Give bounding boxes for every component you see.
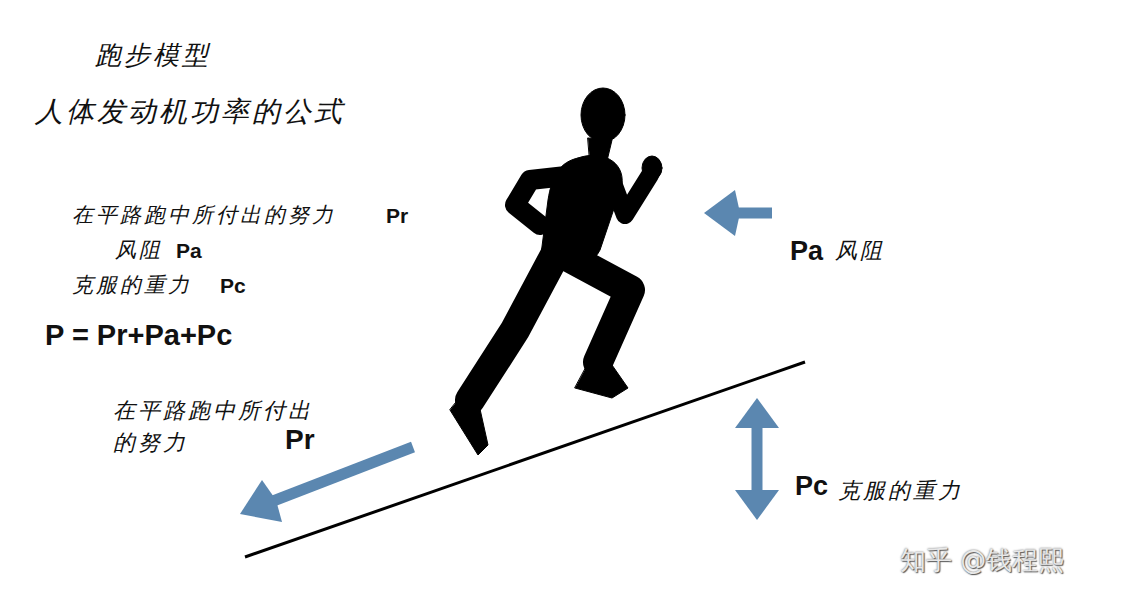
subtitle: 人体发动机功率的公式 bbox=[35, 95, 345, 129]
force-label: 克服的重力 bbox=[838, 478, 963, 504]
term-label: 风阻 bbox=[115, 238, 163, 263]
symbol-label: Pa bbox=[176, 238, 202, 263]
slope-line bbox=[245, 362, 805, 557]
runner-silhouette bbox=[450, 88, 662, 455]
term-label: 克服的重力 bbox=[72, 273, 192, 298]
force-arrows bbox=[240, 190, 779, 522]
force-symbol: Pc bbox=[795, 470, 828, 502]
diagram-title: 跑步模型 bbox=[95, 40, 211, 71]
symbol-label: Pc bbox=[220, 273, 246, 298]
force-label: 风阻 bbox=[835, 238, 885, 264]
force-symbol: Pa bbox=[790, 235, 823, 267]
symbol-label: Pr bbox=[386, 203, 408, 228]
force-symbol: Pr bbox=[285, 423, 315, 457]
watermark: 知乎 @钱程熙 bbox=[900, 545, 1064, 576]
term-label: 在平路跑中所付出的努力 bbox=[72, 203, 336, 228]
formula: P = Pr+Pa+Pc bbox=[45, 318, 232, 353]
